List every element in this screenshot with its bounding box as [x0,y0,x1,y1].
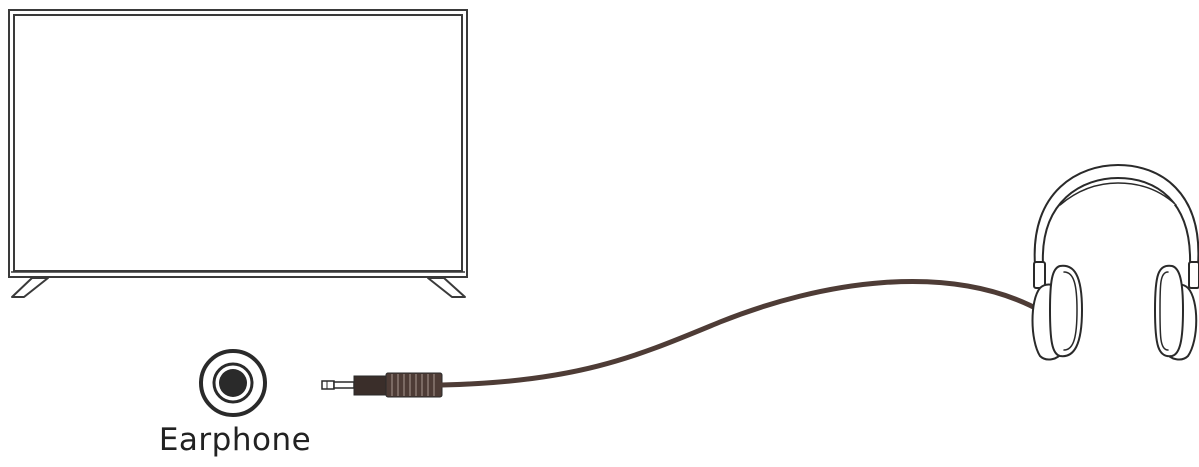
audio-plug-icon [322,373,442,397]
headphones-icon [1033,165,1199,359]
tv-left-foot [12,278,48,297]
earphone-port-label: Earphone [150,420,320,460]
tv-icon [9,10,467,297]
audio-jack-port-icon [201,351,265,415]
audio-cable [442,281,1043,385]
tv-right-foot [428,278,465,297]
